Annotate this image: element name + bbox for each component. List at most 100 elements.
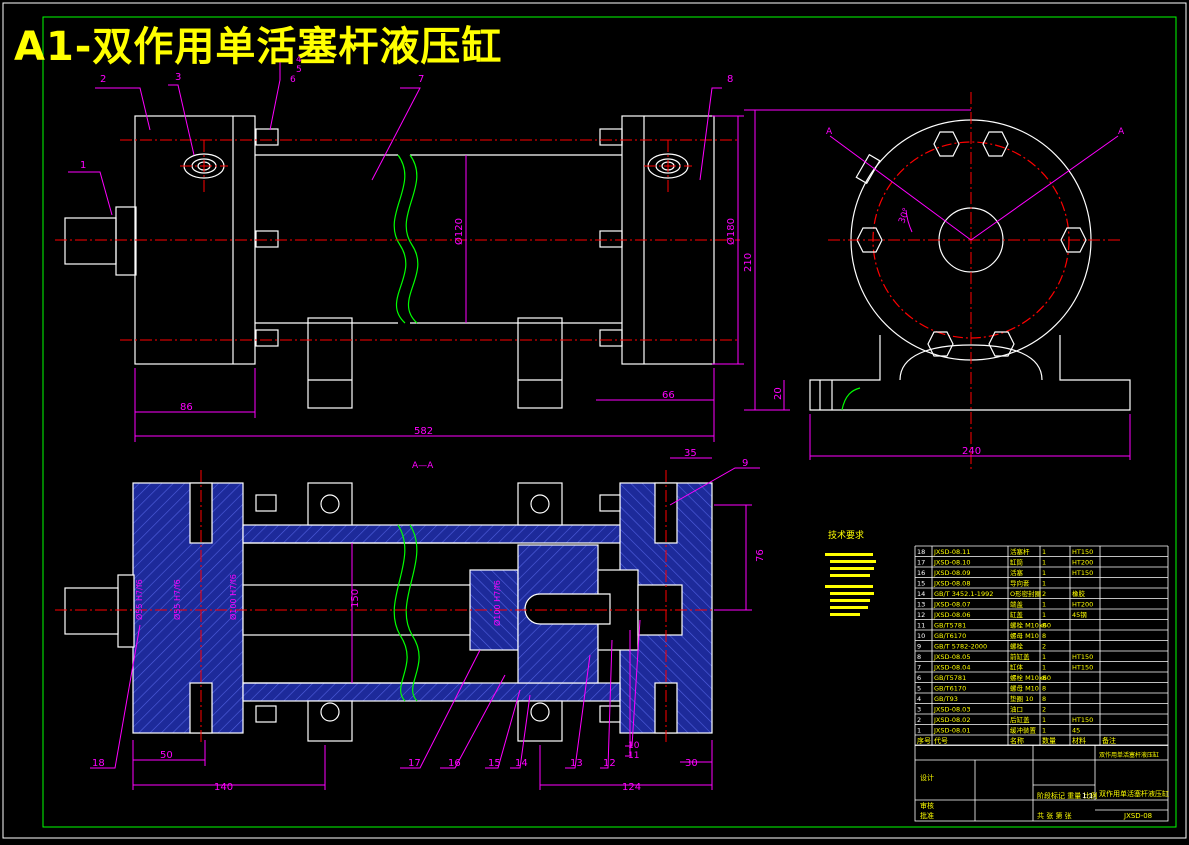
bom-header-qty: 数量 [1042,736,1056,745]
callout-17: 17 [408,758,421,769]
dim-582: 582 [414,426,433,437]
bom-cell-code: GB/T93 [934,695,958,703]
bom-cell-mat: HT150 [1072,569,1093,577]
dim-30: 30 [685,758,698,769]
fit-2: Ø55 H7/f6 [172,579,182,620]
bom-cell-no: 12 [917,611,925,619]
callout-7: 7 [418,74,424,85]
title-block-approve: 批准 [920,811,934,820]
dim-86: 86 [180,402,193,413]
bom-cell-no: 4 [917,695,921,703]
bom-cell-name: 垫圈 10 [1010,694,1033,703]
bom-cell-code: GB/T5781 [934,622,966,630]
bom-cell-mat: HT150 [1072,664,1093,672]
bom-cell-no: 11 [917,622,925,630]
bom-cell-code: JXSD-08.01 [933,727,970,735]
bom-cell-name: 导向套 [1010,579,1030,588]
bom-cell-qty: 1 [1042,601,1046,609]
bom-cell-no: 16 [917,569,925,577]
bom-cell-no: 2 [917,716,921,724]
bom-cell-code: GB/T6170 [934,685,966,693]
callout-13: 13 [570,758,583,769]
bom-cell-no: 18 [917,548,925,556]
dim-210: 210 [743,253,754,272]
bom-cell-qty: 1 [1042,653,1046,661]
bom-cell-qty: 1 [1042,548,1046,556]
bom-cell-name: 螺母 M10 [1010,684,1039,693]
bom-cell-code: JXSD-08.10 [933,559,970,567]
bom-cell-no: 15 [917,580,925,588]
bom-cell-no: 7 [917,664,921,672]
bom-cell-name: 螺母 M10 [1010,631,1039,640]
inner-border [42,16,1177,828]
section-mark-left: A [826,127,833,137]
bom-cell-no: 5 [917,685,921,693]
bom-header-note: 备注 [1102,736,1116,745]
callout-11: 11 [628,751,639,761]
tech-req-title: 技术要求 [828,529,864,541]
dim-50: 50 [160,750,173,761]
bom-cell-no: 8 [917,653,921,661]
bom-cell-code: GB/T 3452.1-1992 [934,590,993,598]
bom-cell-qty: 8 [1042,622,1046,630]
title-block-sheets: 共 张 第 张 [1037,811,1072,820]
side-view [809,119,1131,411]
callout-4: 4 [296,55,302,65]
bom-cell-name: O形密封圈 [1010,589,1041,598]
callout-3: 3 [175,72,181,83]
bom-cell-qty: 1 [1042,580,1046,588]
bom-cell-mat: HT200 [1072,601,1093,609]
bom-cell-name: 油口 [1010,705,1023,714]
bom-cell-name: 缓冲装置 [1010,726,1037,735]
bom-header-name: 名称 [1010,736,1024,745]
bom-cell-name: 缸体 [1010,663,1024,672]
bom-cell-code: JXSD-08.02 [933,716,970,724]
bom-cell-mat: HT200 [1072,559,1093,567]
bom-cell-name: 螺栓 M10x60 [1010,621,1051,630]
bom-cell-qty: 8 [1042,695,1046,703]
dim-phi180: Ø180 [725,218,737,245]
front-view [64,115,715,409]
bom-cell-qty: 8 [1042,632,1046,640]
dim-20: 20 [773,387,784,400]
dim-140: 140 [214,782,233,793]
dim-240: 240 [962,446,981,457]
fit-3: Ø100 H7/f6 [228,574,238,620]
bom-cell-mat: 橡胶 [1072,589,1086,598]
tech-req-text [825,553,876,616]
bom-cell-mat: HT150 [1072,548,1093,556]
bom-cell-code: JXSD-08.03 [933,706,970,714]
bom-cell-name: 后缸盖 [1010,715,1030,724]
bom-cell-code: JXSD-08.09 [933,569,970,577]
bom-header-code: 代号 [934,736,948,745]
callout-15: 15 [488,758,501,769]
bom-cell-no: 6 [917,674,921,682]
bom-cell-qty: 8 [1042,674,1046,682]
bom-cell-code: JXSD-08.07 [933,601,970,609]
callout-12: 12 [603,758,616,769]
dim-angle30: 30° [897,207,912,225]
bom-cell-qty: 1 [1042,611,1046,619]
dim-35: 35 [684,448,697,459]
bom-cell-qty: 1 [1042,727,1046,735]
bom-cell-code: JXSD-08.06 [933,611,970,619]
callout-16: 16 [448,758,461,769]
title-block [914,744,1169,822]
bom-table [914,545,1169,746]
bom-cell-no: 14 [917,590,925,598]
dim-phi120: Ø120 [453,218,465,245]
title-block-name: 双作用单活塞杆液压缸 [1099,751,1159,759]
bom-cell-mat: HT150 [1072,653,1093,661]
bom-cell-name: 缸筒 [1010,558,1024,567]
title-block-review: 审核 [920,801,934,810]
callout-14: 14 [515,758,528,769]
drawing-title: A1-双作用单活塞杆液压缸 [14,24,503,70]
bom-cell-code: GB/T5781 [934,674,966,682]
bom-cell-code: JXSD-08.05 [933,653,970,661]
bom-header-no: 序号 [917,736,931,745]
bom-cell-qty: 2 [1042,706,1046,714]
bom-cell-qty: 1 [1042,716,1046,724]
bom-cell-code: GB/T6170 [934,632,966,640]
callout-18: 18 [92,758,105,769]
bom-cell-name: 活塞 [1010,568,1024,577]
